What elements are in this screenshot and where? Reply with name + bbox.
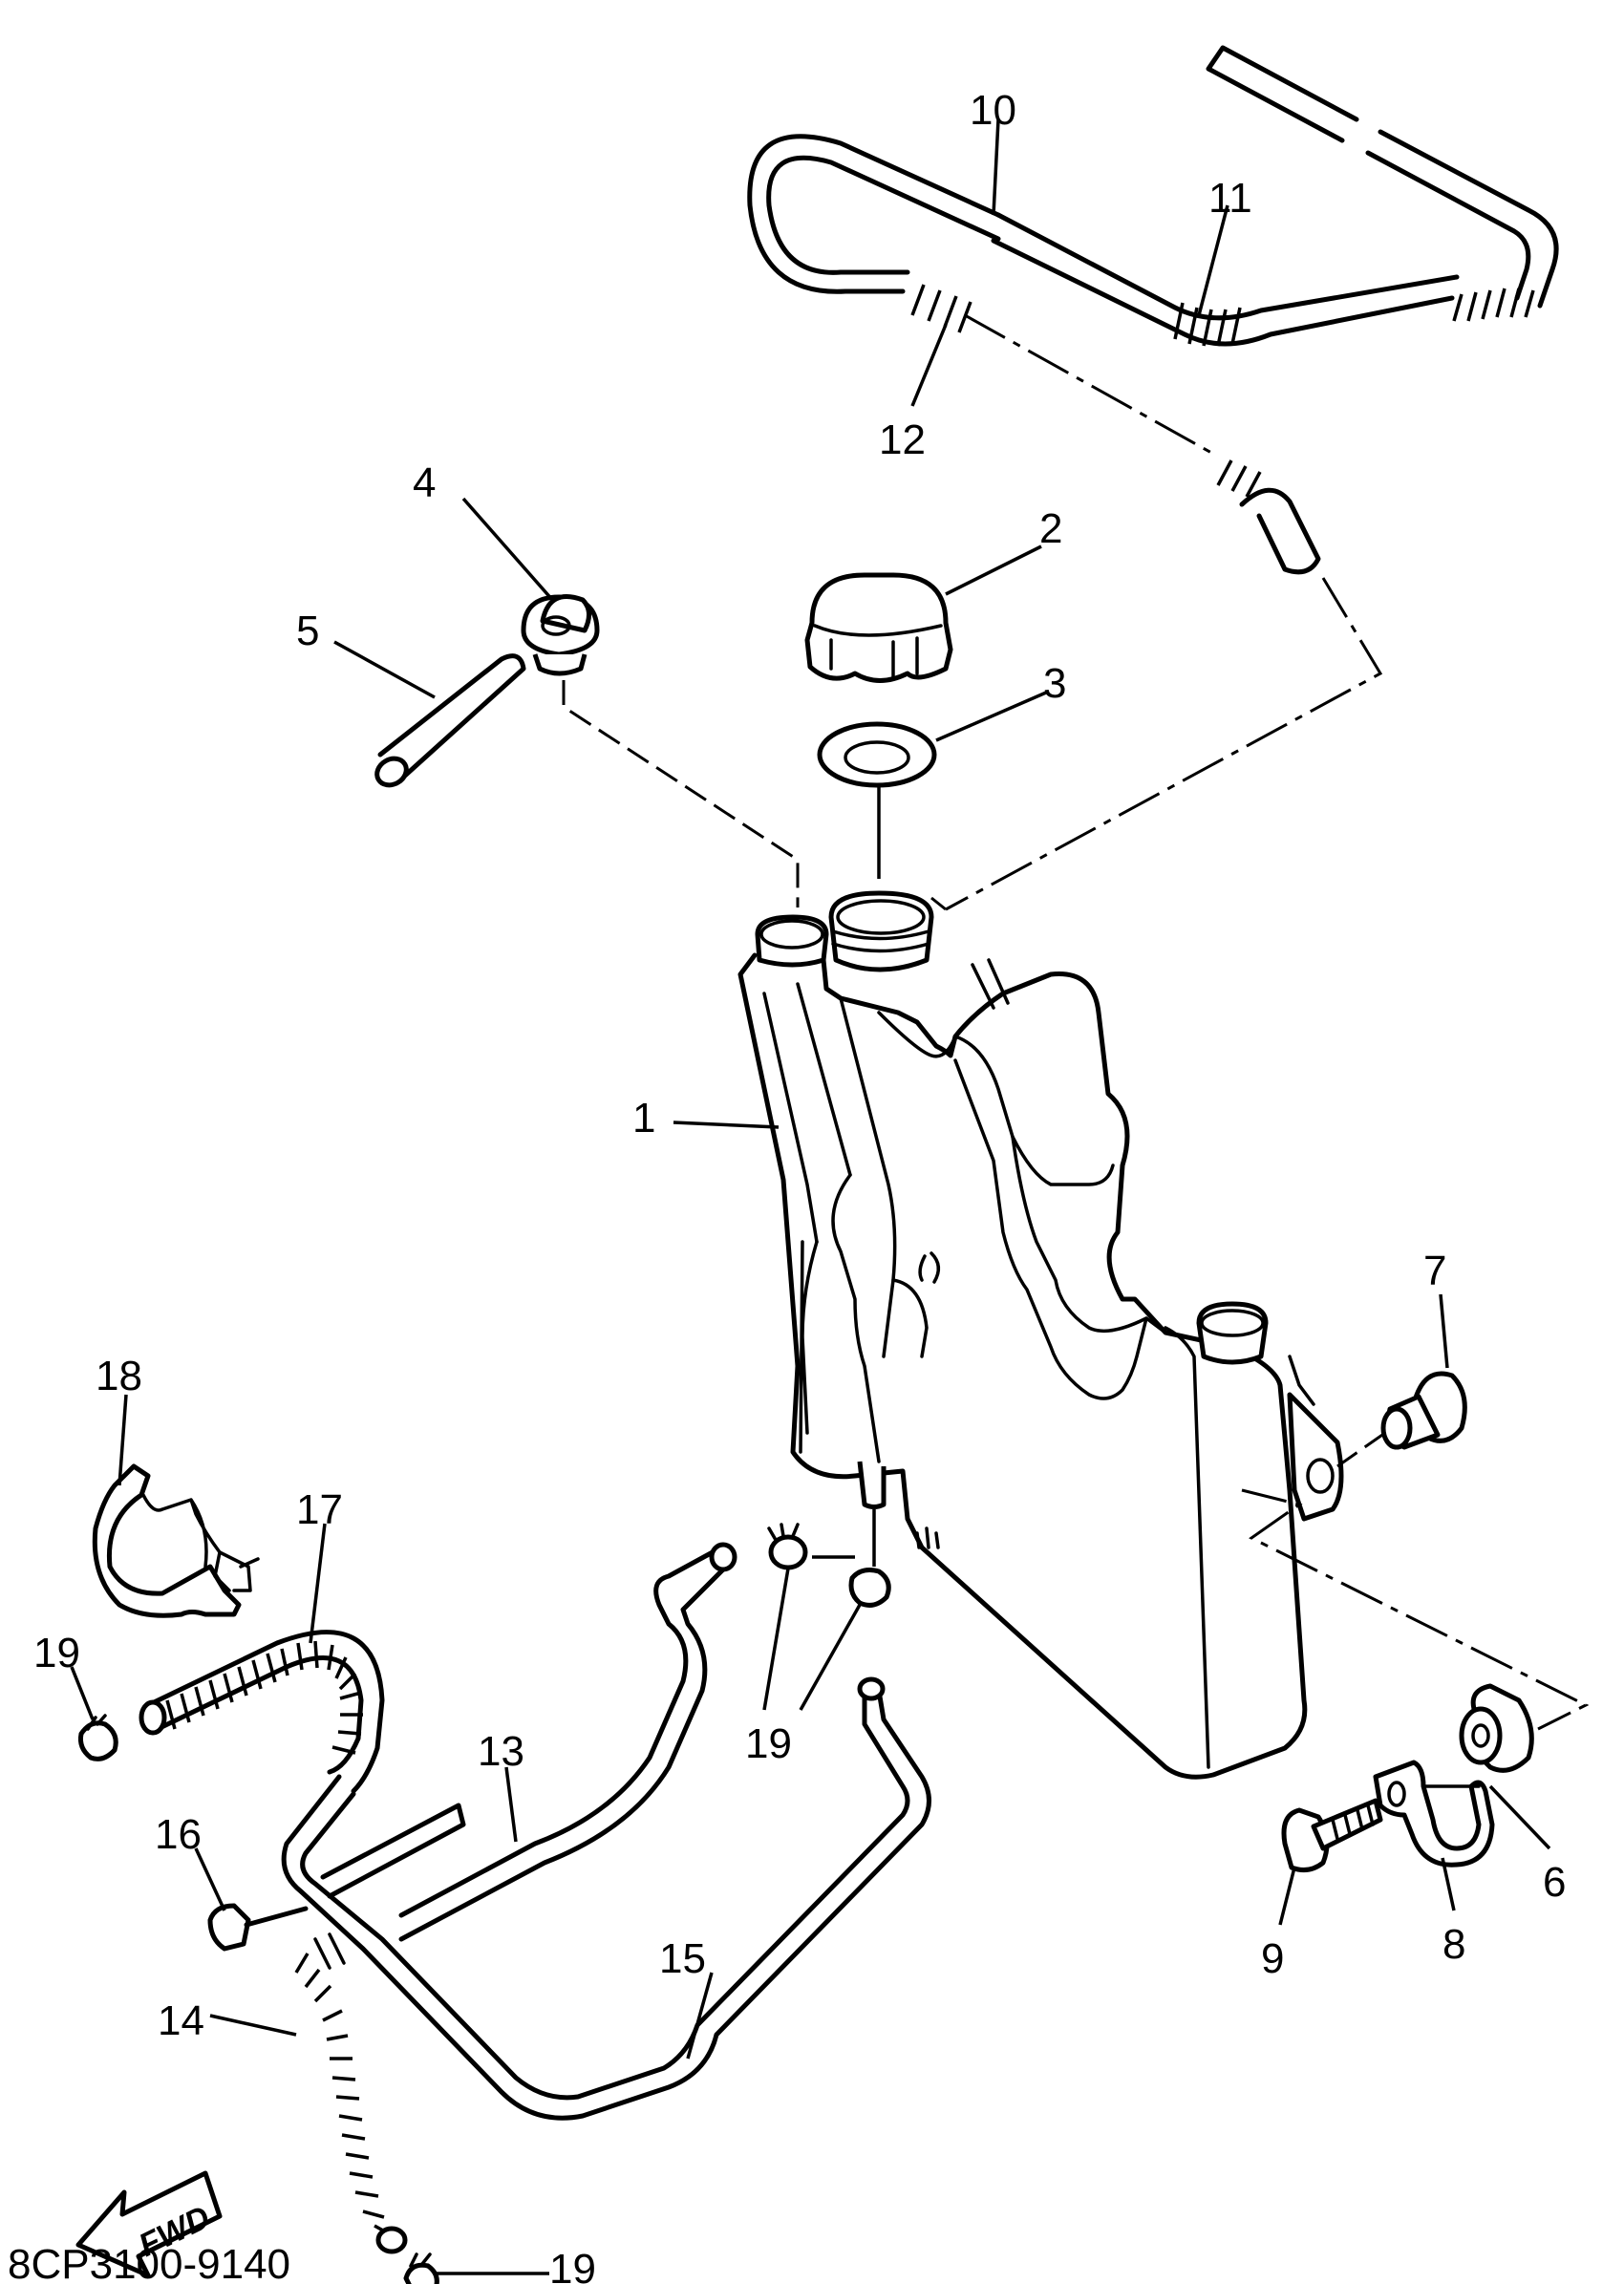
callout-4: 4	[413, 459, 436, 506]
hose-13	[320, 1542, 737, 1942]
cable-tie-16	[207, 1903, 309, 1952]
hose-clip-19-bottom	[403, 2252, 439, 2284]
reservoir-cap	[804, 572, 953, 683]
cap-gasket	[817, 721, 937, 879]
callout-19-center: 19	[745, 1720, 792, 1767]
callout-8: 8	[1442, 1921, 1465, 1968]
callout-15: 15	[659, 1935, 706, 1982]
bolt-9	[1281, 1798, 1383, 1873]
damper-6	[1241, 1488, 1590, 1773]
callout-10: 10	[970, 87, 1016, 134]
breather-fitting	[521, 594, 800, 907]
coolant-reservoir-tank	[737, 890, 1344, 1780]
callout-12: 12	[879, 416, 926, 463]
callout-3: 3	[1043, 660, 1066, 707]
callout-18: 18	[96, 1353, 142, 1399]
callout-19-bottom: 19	[549, 2246, 596, 2284]
breather-hose-assembly	[747, 45, 1559, 911]
callout-14: 14	[158, 1997, 204, 2044]
hose-15	[281, 1676, 931, 2121]
callout-11: 11	[1208, 175, 1252, 222]
collar-7	[1336, 1371, 1467, 1468]
callout-1: 1	[632, 1095, 655, 1142]
callout-17: 17	[296, 1486, 343, 1533]
callout-7: 7	[1423, 1248, 1446, 1294]
leader-lines	[70, 118, 1551, 2275]
hose-14	[294, 1932, 408, 2254]
hose-clip-19-center	[767, 1523, 891, 1608]
callout-5: 5	[296, 608, 319, 654]
hose-17	[139, 1630, 385, 1794]
clamp-18	[92, 1463, 260, 1618]
callout-6: 6	[1543, 1859, 1566, 1906]
short-hose-5	[374, 653, 526, 788]
hose-clip-19-left	[78, 1714, 118, 1761]
diagram-code: 8CP3100-9140	[8, 2241, 290, 2284]
callout-13: 13	[478, 1728, 524, 1775]
callout-9: 9	[1261, 1935, 1284, 1982]
callout-2: 2	[1039, 505, 1062, 552]
bracket-8	[1373, 1760, 1495, 1868]
callout-16: 16	[155, 1811, 202, 1858]
callout-19-left: 19	[33, 1630, 80, 1676]
callout-numbers: 10 11 12 2 3 4 5 1 7 6 8 9 18 17 19 13 1…	[33, 87, 1566, 2284]
